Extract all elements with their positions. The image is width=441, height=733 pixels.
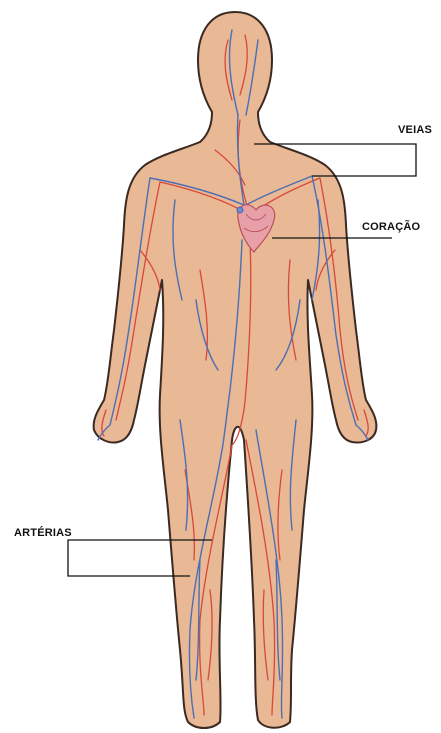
coracao-label: CORAÇÃO bbox=[362, 221, 420, 233]
human-body-figure bbox=[94, 12, 377, 728]
arterias-label: ARTÉRIAS bbox=[14, 527, 72, 539]
veias-label: VEIAS bbox=[398, 124, 432, 136]
